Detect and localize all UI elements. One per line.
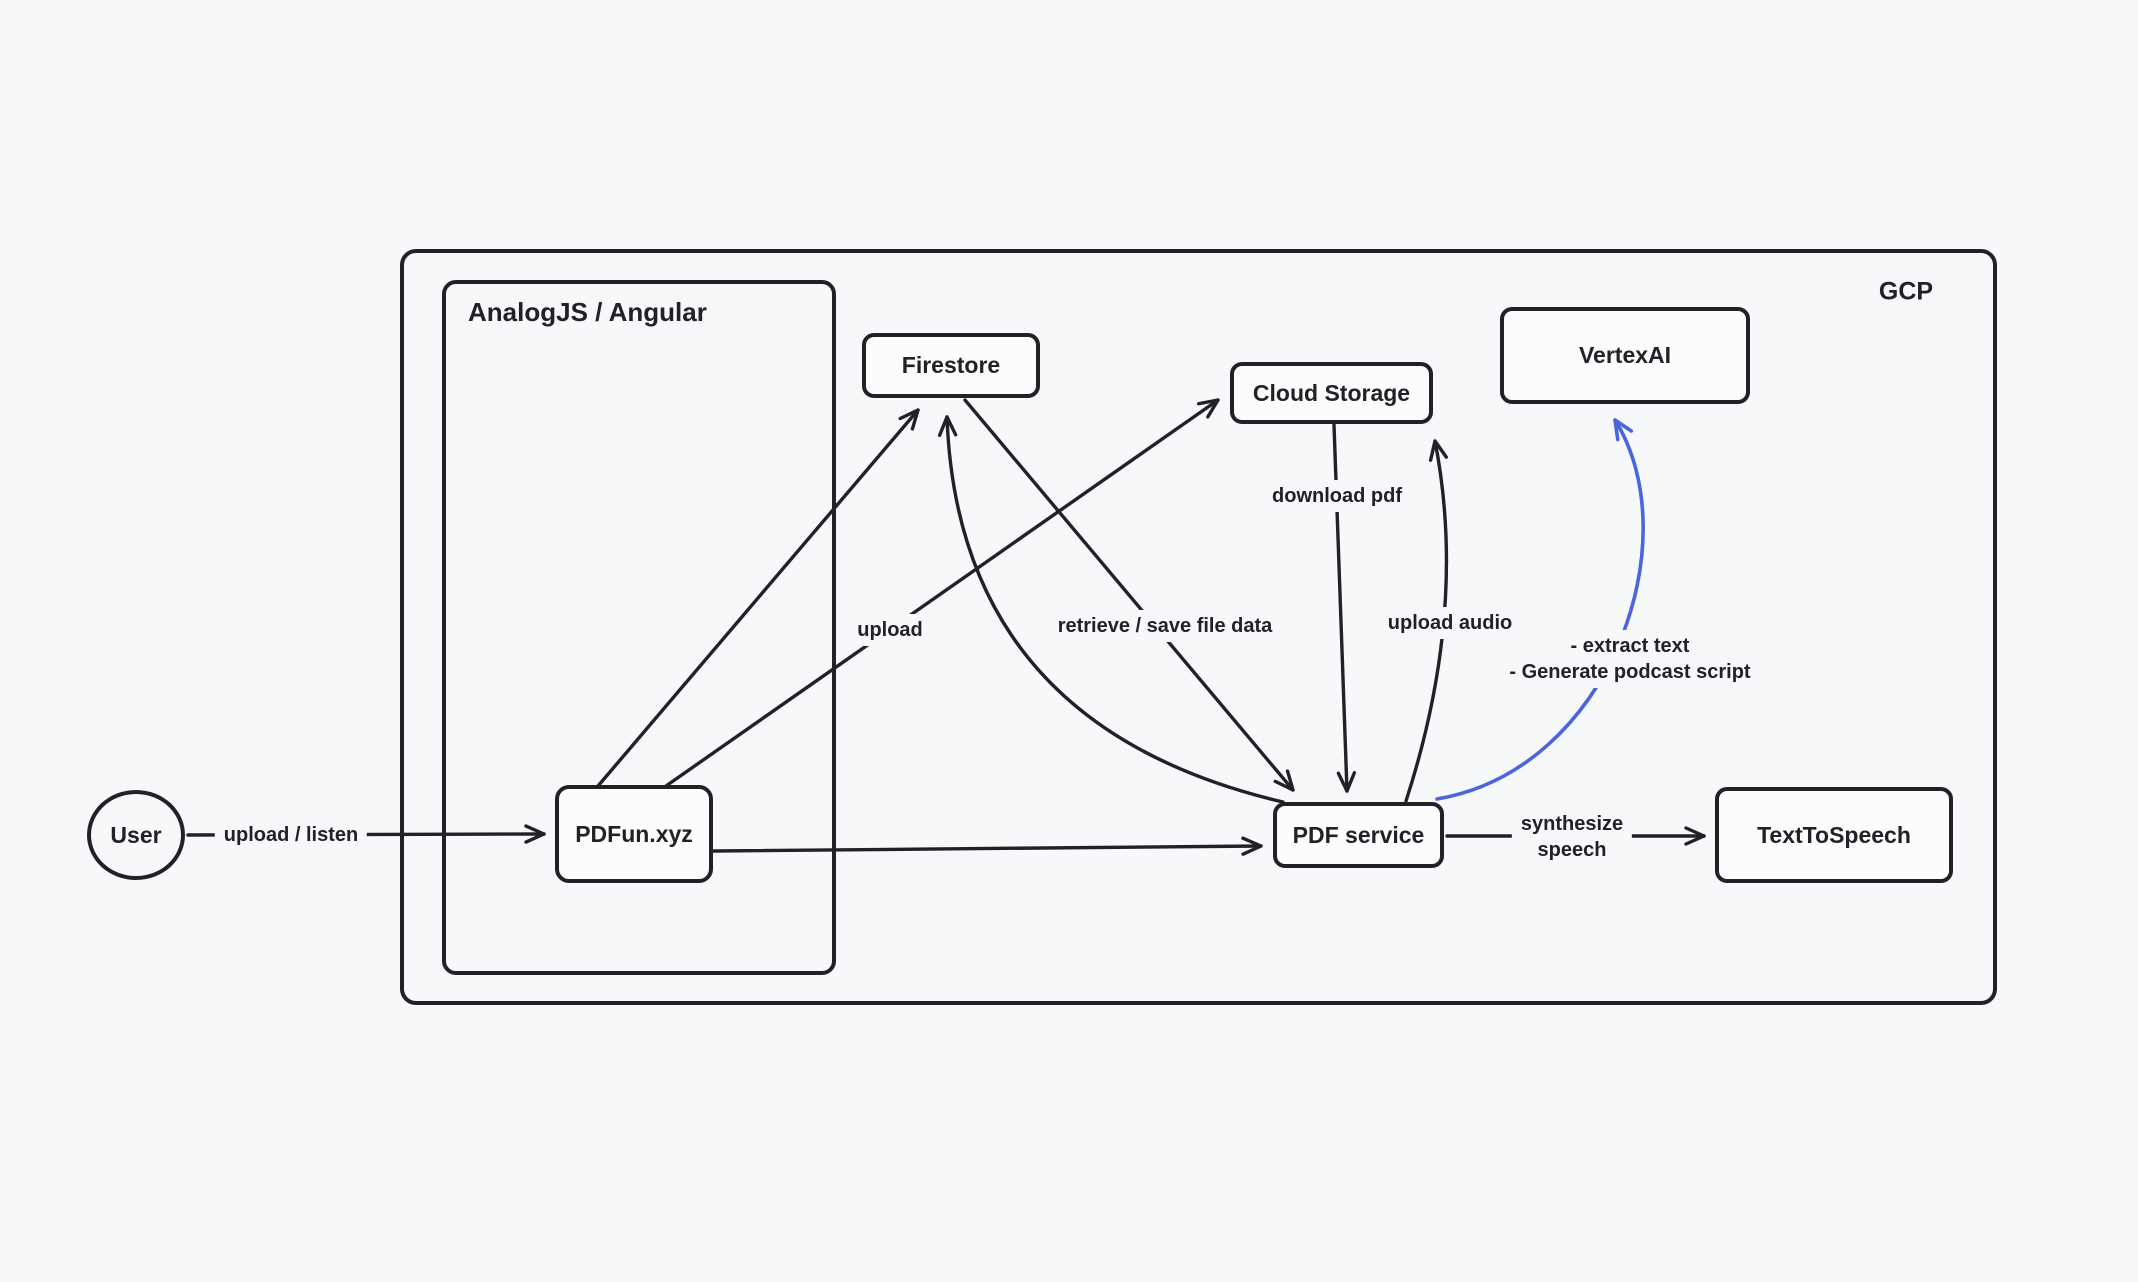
edge-label-synthesize-speech: synthesize speech [1511,808,1633,866]
node-firestore-label: Firestore [901,352,1001,378]
node-pdf-service: PDF service [1273,802,1444,868]
node-texttospeech: TextToSpeech [1715,787,1953,883]
edge-label-upload-listen: upload / listen [214,819,368,851]
edge-label-upload: upload [848,614,932,646]
edge-label-speech: speech [1537,839,1607,861]
node-cloud-storage: Cloud Storage [1230,362,1433,424]
edge-label-upload-audio: upload audio [1378,607,1522,639]
arrow-pdf-service-to-firestore [937,415,1285,804]
arrow-pdfun-to-firestore [596,408,920,788]
arrow-pdfun-to-pdf-service [712,836,1263,856]
edge-label-retrieve-save-file-data: retrieve / save file data [1048,610,1282,642]
arrow-firestore-to-pdf-service [963,398,1295,792]
arrow-pdfun-to-cloud-storage [664,398,1220,788]
frontend-container-box [442,280,836,975]
edge-label-synthesize: synthesize [1520,813,1624,835]
node-user: User [87,790,185,880]
node-pdfun: PDFun.xyz [555,785,713,883]
edge-label-download-pdf: download pdf [1263,480,1411,512]
node-texttospeech-label: TextToSpeech [1757,821,1911,848]
node-pdfun-label: PDFun.xyz [575,820,693,847]
node-user-label: User [110,821,162,848]
node-vertexai-label: VertexAI [1578,342,1672,368]
node-pdf-service-label: PDF service [1292,821,1425,848]
edge-label-generate-podcast-script: - Generate podcast script [1509,661,1751,683]
frontend-container-label: AnalogJS / Angular [468,297,707,327]
node-vertexai: VertexAI [1500,307,1750,404]
edge-label-extract-text: - extract text [1570,635,1690,657]
edge-label-vertexai-tasks: - extract text - Generate podcast script [1500,630,1760,688]
node-firestore: Firestore [862,333,1040,398]
node-cloud-storage-label: Cloud Storage [1252,379,1411,406]
gcp-container-label: GCP [1878,277,1934,306]
gcp-container-box [400,249,1997,1005]
